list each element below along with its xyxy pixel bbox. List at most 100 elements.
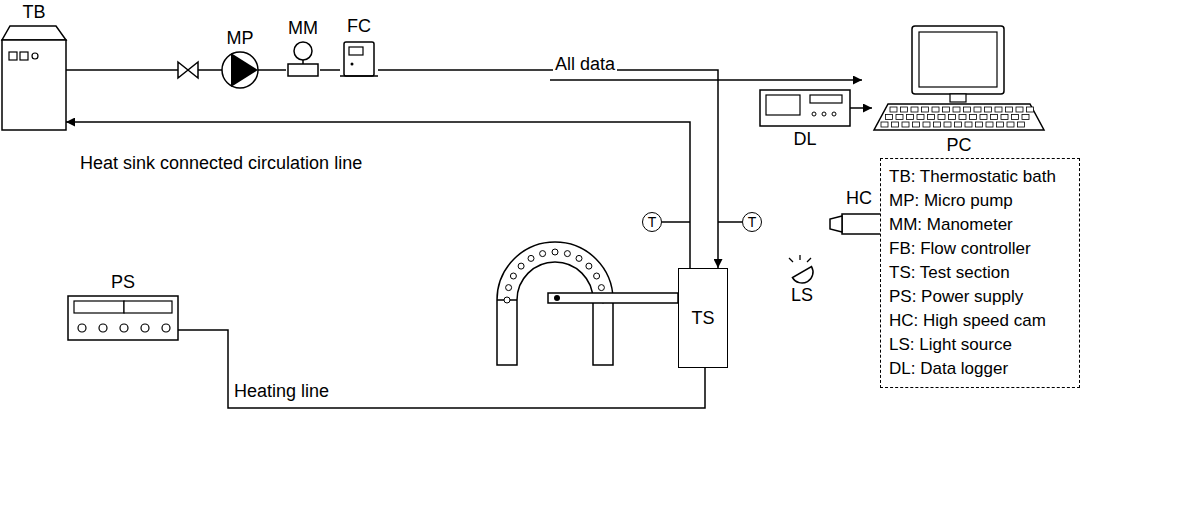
key bbox=[881, 122, 888, 127]
sensor-lead bbox=[718, 221, 742, 223]
pump-symbol bbox=[222, 52, 258, 88]
scale-dot bbox=[506, 285, 512, 291]
valve-symbol bbox=[178, 62, 198, 78]
lamp-shade bbox=[792, 267, 817, 288]
sensor-label: T bbox=[748, 214, 757, 230]
data-logger-body bbox=[760, 90, 850, 126]
pipe-connector bbox=[258, 69, 286, 71]
key bbox=[980, 115, 987, 120]
keyboard-keys bbox=[881, 107, 1034, 127]
flow-controller-dot bbox=[351, 63, 354, 66]
equipment-icon: PC bbox=[872, 24, 1046, 132]
scale-dot bbox=[540, 251, 546, 257]
legend-entry: TB: Thermostatic bath bbox=[889, 165, 1071, 189]
bath-lid bbox=[2, 26, 66, 40]
sensor-lead bbox=[662, 221, 690, 223]
monitor bbox=[912, 26, 1004, 94]
equipment-label: TB bbox=[22, 2, 45, 23]
key bbox=[991, 115, 998, 120]
equipment-icon: DL bbox=[760, 90, 850, 126]
bath-button bbox=[20, 52, 28, 60]
equipment-icon: MM bbox=[286, 42, 320, 78]
key bbox=[943, 107, 950, 112]
key bbox=[965, 122, 972, 127]
scale-dot bbox=[586, 263, 592, 269]
knob bbox=[120, 324, 128, 332]
equipment-icon: PS bbox=[68, 296, 178, 340]
key bbox=[911, 107, 918, 112]
key bbox=[970, 115, 977, 120]
key bbox=[959, 115, 966, 120]
data-logger-knob bbox=[822, 112, 826, 116]
key bbox=[922, 107, 929, 112]
key bbox=[1016, 107, 1023, 112]
key bbox=[928, 115, 935, 120]
scale-dot bbox=[594, 273, 600, 279]
scale-dot bbox=[598, 285, 604, 291]
key bbox=[886, 115, 893, 120]
key bbox=[896, 115, 903, 120]
pipe-connector bbox=[850, 107, 872, 109]
data-logger-knob bbox=[812, 112, 816, 116]
flow-controller-display bbox=[349, 47, 363, 55]
scale-dot bbox=[510, 273, 516, 279]
key bbox=[976, 122, 983, 127]
legend-entry: MP: Micro pump bbox=[889, 189, 1071, 213]
pipe-connector bbox=[178, 330, 705, 408]
key bbox=[890, 107, 897, 112]
scale-dot bbox=[518, 263, 524, 269]
key bbox=[964, 107, 971, 112]
camera-lens bbox=[830, 216, 842, 232]
key bbox=[1027, 107, 1034, 112]
scale-dot bbox=[564, 251, 570, 257]
equipment-icon: TB bbox=[2, 26, 66, 130]
legend-entry: FB: Flow controller bbox=[889, 237, 1071, 261]
key bbox=[1012, 115, 1019, 120]
key bbox=[917, 115, 924, 120]
sensor-label: T bbox=[648, 214, 657, 230]
light-ray bbox=[807, 258, 811, 262]
scale-dot bbox=[576, 255, 582, 261]
bath-knob bbox=[32, 53, 38, 59]
legend-box: TB: Thermostatic bathMP: Micro pumpMM: M… bbox=[880, 158, 1080, 388]
annotation-label: All data bbox=[553, 54, 617, 75]
key bbox=[1007, 122, 1014, 127]
key bbox=[997, 122, 1004, 127]
monitor-screen bbox=[919, 32, 997, 87]
legend-entry: LS: Light source bbox=[889, 333, 1071, 357]
key bbox=[913, 122, 920, 127]
data-logger-knob bbox=[832, 112, 836, 116]
equipment-icon: LS bbox=[788, 256, 816, 282]
flow-controller-body bbox=[344, 42, 374, 76]
sensor-circle: T bbox=[642, 212, 662, 232]
legend-entry: MM: Manometer bbox=[889, 213, 1071, 237]
knob bbox=[162, 324, 170, 332]
knob bbox=[78, 324, 86, 332]
data-logger-screen bbox=[766, 95, 800, 115]
key bbox=[1001, 115, 1008, 120]
legend-entry: PS: Power supply bbox=[889, 285, 1071, 309]
light-ray bbox=[789, 258, 793, 262]
equipment-label: MM bbox=[288, 18, 318, 39]
key bbox=[1022, 115, 1029, 120]
knob bbox=[141, 324, 149, 332]
test-section-box: TS bbox=[678, 268, 728, 368]
equipment-label: MP bbox=[227, 28, 254, 49]
key bbox=[1018, 122, 1025, 127]
knob bbox=[99, 324, 107, 332]
light-ray bbox=[799, 255, 800, 260]
annotation-label: Heating line bbox=[232, 381, 331, 402]
key bbox=[986, 122, 993, 127]
annotation-label: Heat sink connected circulation line bbox=[78, 153, 364, 174]
equipment-label: LS bbox=[791, 285, 813, 306]
pipe-connector bbox=[320, 69, 340, 71]
pipe-connector bbox=[66, 122, 690, 268]
pump-triangle bbox=[231, 53, 258, 87]
key bbox=[944, 122, 951, 127]
power-supply-body bbox=[68, 296, 178, 340]
key bbox=[907, 115, 914, 120]
legend-entry: TS: Test section bbox=[889, 261, 1071, 285]
legend-entry: DL: Data logger bbox=[889, 357, 1071, 381]
flow-controller-base bbox=[340, 75, 378, 77]
box-label: TS bbox=[691, 308, 714, 329]
